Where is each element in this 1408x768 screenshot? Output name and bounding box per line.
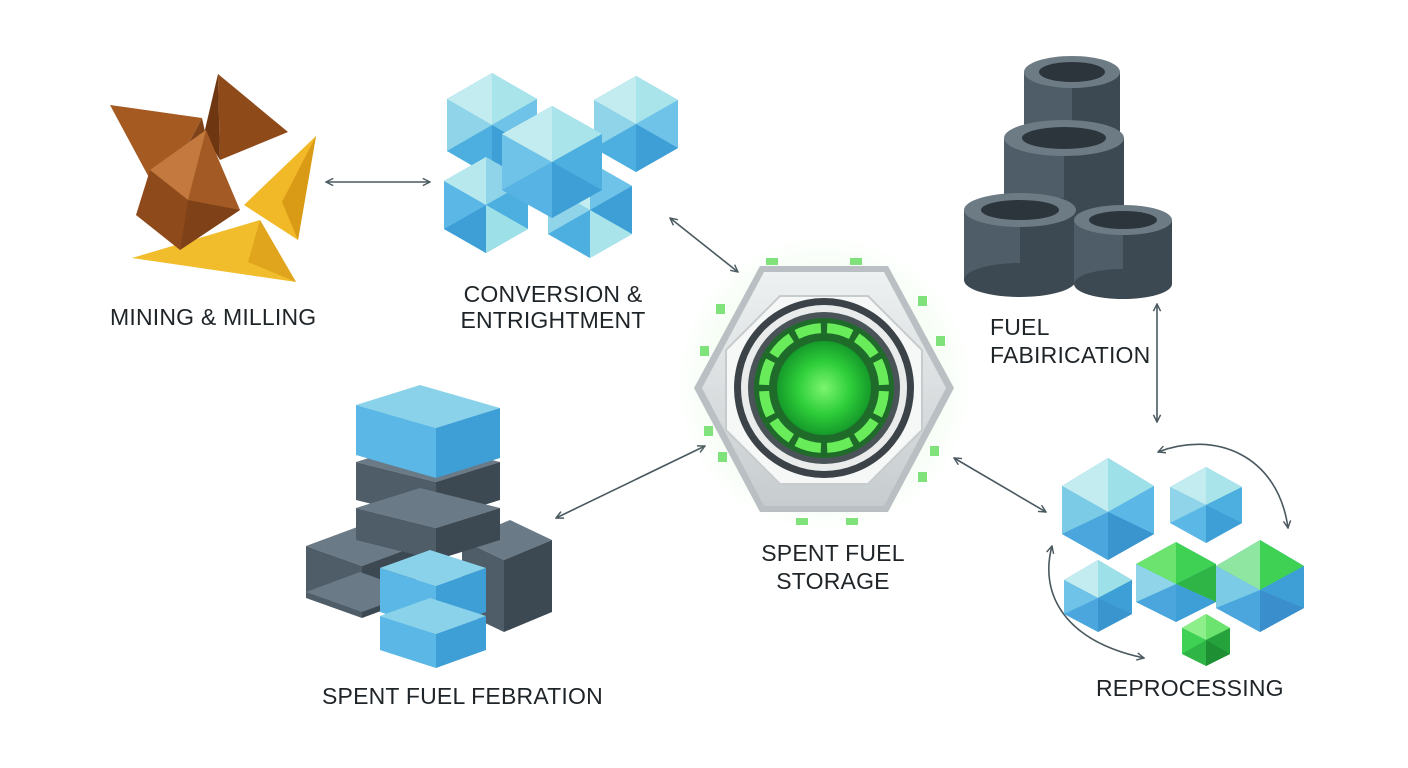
core-ring-segment	[826, 436, 854, 453]
cycle-arrow-top	[1158, 443, 1288, 528]
label-reprocessing-line-1: REPROCESSING	[1096, 675, 1284, 701]
label-reprocessing: REPROCESSING	[1096, 675, 1284, 702]
label-conversion-line-2: ENTRIGHTMENT	[460, 306, 646, 333]
arrow-conversion-storage	[670, 218, 738, 272]
label-mining-milling: MINING & MILLING	[110, 304, 317, 331]
label-mining-line-1: MINING & MILLING	[110, 304, 317, 330]
fuel-cylinders-icon	[964, 56, 1172, 299]
core-ring-segment	[794, 436, 822, 453]
core-ring-segment	[794, 323, 822, 340]
core-ring-segment	[853, 333, 879, 359]
label-storage-line-1: SPENT FUEL	[761, 540, 905, 566]
label-fuel-fabrication: FUEL FABIRICATION	[990, 314, 1150, 369]
core-ring-segment	[769, 333, 795, 359]
label-febration-line-1: SPENT FUEL FEBRATION	[322, 683, 603, 709]
arrow-storage-febration	[556, 446, 705, 518]
core-ring-segment	[826, 323, 854, 340]
core-ring-segment	[853, 417, 879, 443]
connector-arrows	[326, 182, 1288, 658]
label-conversion: CONVERSION & ENTRIGHTMENT	[460, 281, 646, 334]
arrow-storage-reprocessing	[954, 458, 1046, 512]
reactor-core-icon	[674, 234, 974, 534]
label-storage-line-2: STORAGE	[776, 567, 890, 594]
blue-crystals-icon	[444, 73, 678, 258]
label-spent-fuel-storage: SPENT FUEL STORAGE	[758, 540, 908, 595]
core-ring-segment	[759, 390, 776, 418]
label-spent-fuel-febration: SPENT FUEL FEBRATION	[322, 683, 603, 710]
core-ring-segment	[872, 358, 889, 386]
stacked-blocks-icon	[306, 385, 552, 668]
core-ring-segment	[759, 358, 776, 386]
core-ring-segment	[872, 390, 889, 418]
label-fabrication-line-1: FUEL	[990, 314, 1050, 340]
ore-shards-icon	[110, 74, 316, 282]
core-ring-segment	[769, 417, 795, 443]
recycling-crystals-icon	[1062, 458, 1304, 666]
label-fabrication-line-2: FABIRICATION	[990, 341, 1151, 368]
cycle-arrow-left	[1049, 546, 1144, 658]
label-conversion-line-1: CONVERSION &	[463, 281, 643, 307]
